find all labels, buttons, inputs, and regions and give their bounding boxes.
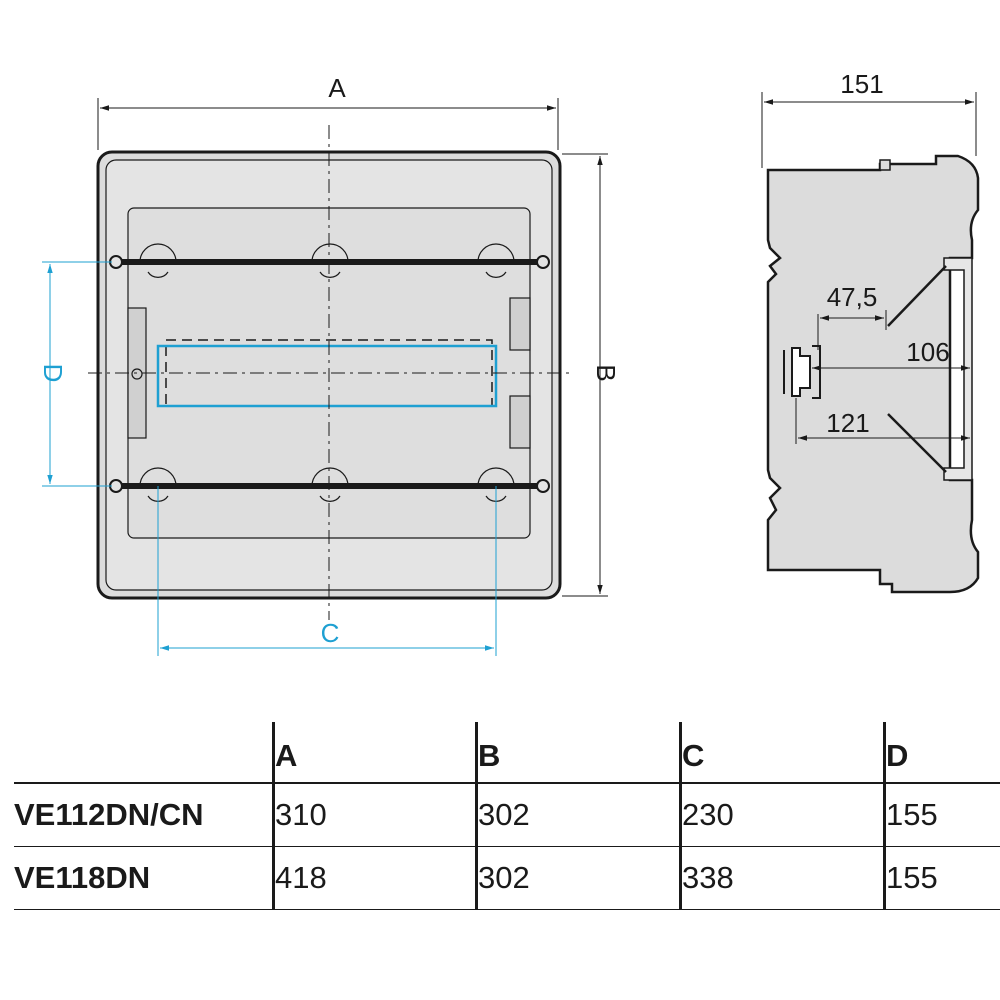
table-cell: 155	[883, 846, 1000, 910]
table-cell: 310	[272, 782, 477, 847]
table-header-row: A B C D	[14, 722, 1000, 783]
table-row-model: VE112DN/CN	[14, 782, 274, 847]
dim-d-label: D	[38, 364, 68, 383]
dim-a-label: A	[328, 73, 346, 103]
diag-lower	[887, 413, 947, 473]
latch-right-bottom	[509, 395, 531, 449]
side-view: 151 47,5 106 121	[761, 69, 980, 594]
top-tab	[879, 159, 891, 171]
table-header-empty	[14, 722, 274, 783]
screw-top-right	[536, 255, 550, 269]
table-cell: 338	[679, 846, 885, 910]
knockouts	[139, 243, 515, 502]
side-profile	[766, 154, 980, 594]
lock-icon	[131, 368, 143, 380]
dim-b-label: B	[591, 364, 621, 381]
table-header-cell: C	[679, 722, 885, 783]
dim-121-label: 121	[826, 408, 869, 438]
table-header-cell: D	[883, 722, 1000, 783]
front-view: A B C D	[38, 73, 621, 656]
dimension-table: A B C D VE112DN/CN 310 302 230 155 VE118…	[14, 722, 1000, 910]
table-cell: 302	[475, 846, 681, 910]
module-area-blue	[156, 344, 498, 408]
table-header-cell: A	[272, 722, 477, 783]
dim-47-label: 47,5	[827, 282, 878, 312]
rail-clip-right	[943, 257, 973, 481]
table-cell: 302	[475, 782, 681, 847]
table-cell: 155	[883, 782, 1000, 847]
table-row: VE112DN/CN 310 302 230 155	[14, 782, 1000, 847]
table-row-model: VE118DN	[14, 846, 274, 910]
dim-106-label: 106	[906, 337, 949, 367]
dim-c-label: C	[321, 618, 340, 648]
latch-right-top	[509, 297, 531, 351]
din-rail-profile	[783, 347, 811, 397]
table-header-cell: B	[475, 722, 681, 783]
technical-drawing: A B C D 151	[38, 69, 980, 656]
screw-bottom-right	[536, 479, 550, 493]
din-rail-clip	[812, 345, 821, 399]
table-cell: 418	[272, 846, 477, 910]
module-area-dashed	[165, 339, 493, 407]
table-row: VE118DN 418 302 338 155	[14, 846, 1000, 910]
table-cell: 230	[679, 782, 885, 847]
diag-upper	[887, 265, 947, 327]
dim-151-label: 151	[840, 69, 883, 99]
